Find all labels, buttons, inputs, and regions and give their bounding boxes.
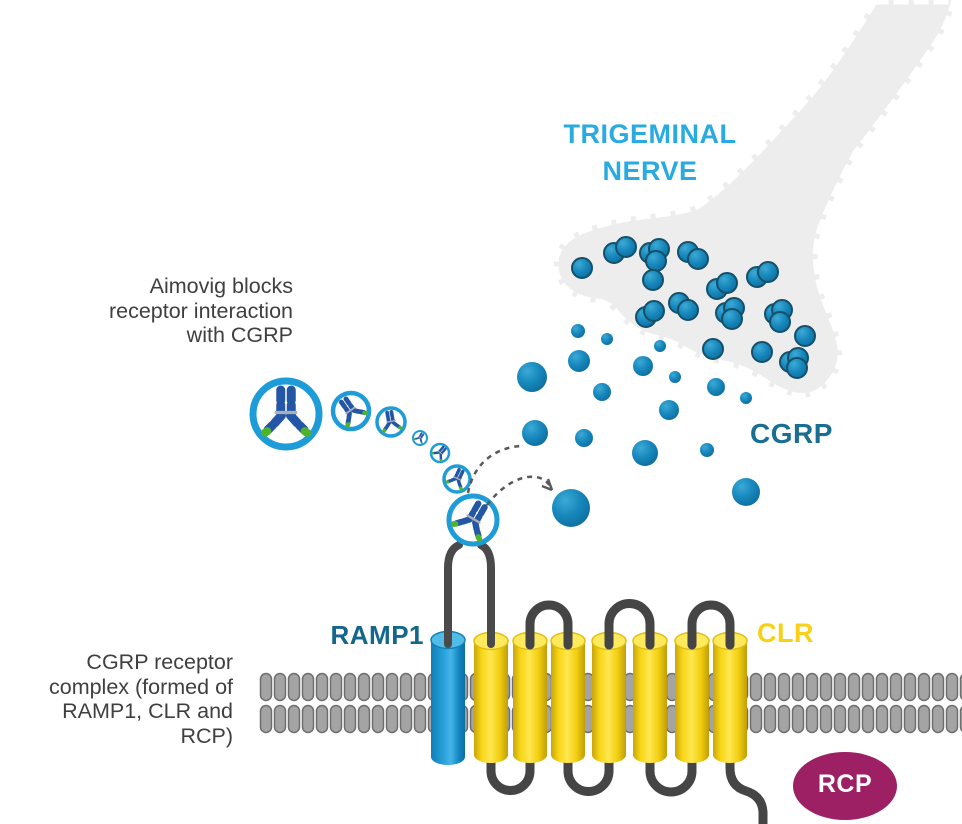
aimovig-antibody-icon — [412, 430, 428, 446]
aimovig-antibody-icon — [249, 377, 323, 451]
arrowhead — [541, 478, 554, 492]
trigeminal-nerve-ending — [554, 0, 961, 398]
extracellular-loops — [525, 599, 735, 650]
rcp-label: RCP — [817, 770, 873, 798]
antibody-chain — [249, 377, 500, 547]
clr-cylinders — [473, 631, 748, 763]
deflection-arrows — [466, 444, 554, 506]
aimovig-antibody-icon — [330, 390, 372, 432]
aimovig-antibody-icon — [442, 464, 472, 494]
aimovig-antibody-icon — [429, 442, 451, 464]
aimovig-antibody-icon-bound — [446, 493, 500, 547]
rcp-ellipse — [793, 752, 897, 820]
cgrp-vesicles — [571, 236, 816, 379]
released-cgrp-dots — [517, 324, 760, 527]
aimovig-caption: Aimovig blocks receptor interaction with… — [108, 274, 293, 347]
nerve-sheath-dashes — [554, 0, 956, 398]
cgrp-label: CGRP — [750, 418, 833, 449]
trigeminal-nerve-label: TRIGEMINAL NERVE — [563, 119, 737, 186]
ramp1-cylinder — [430, 630, 466, 765]
receptor-complex-caption: CGRP receptor complex (formed of RAMP1, … — [48, 650, 233, 748]
intracellular-loops — [486, 737, 768, 824]
c-terminal-tail — [725, 737, 768, 824]
clr-label: CLR — [757, 618, 814, 648]
n-terminal-stalks — [444, 541, 495, 648]
ramp1-label: RAMP1 — [330, 620, 424, 650]
aimovig-antibody-icon — [375, 406, 407, 438]
